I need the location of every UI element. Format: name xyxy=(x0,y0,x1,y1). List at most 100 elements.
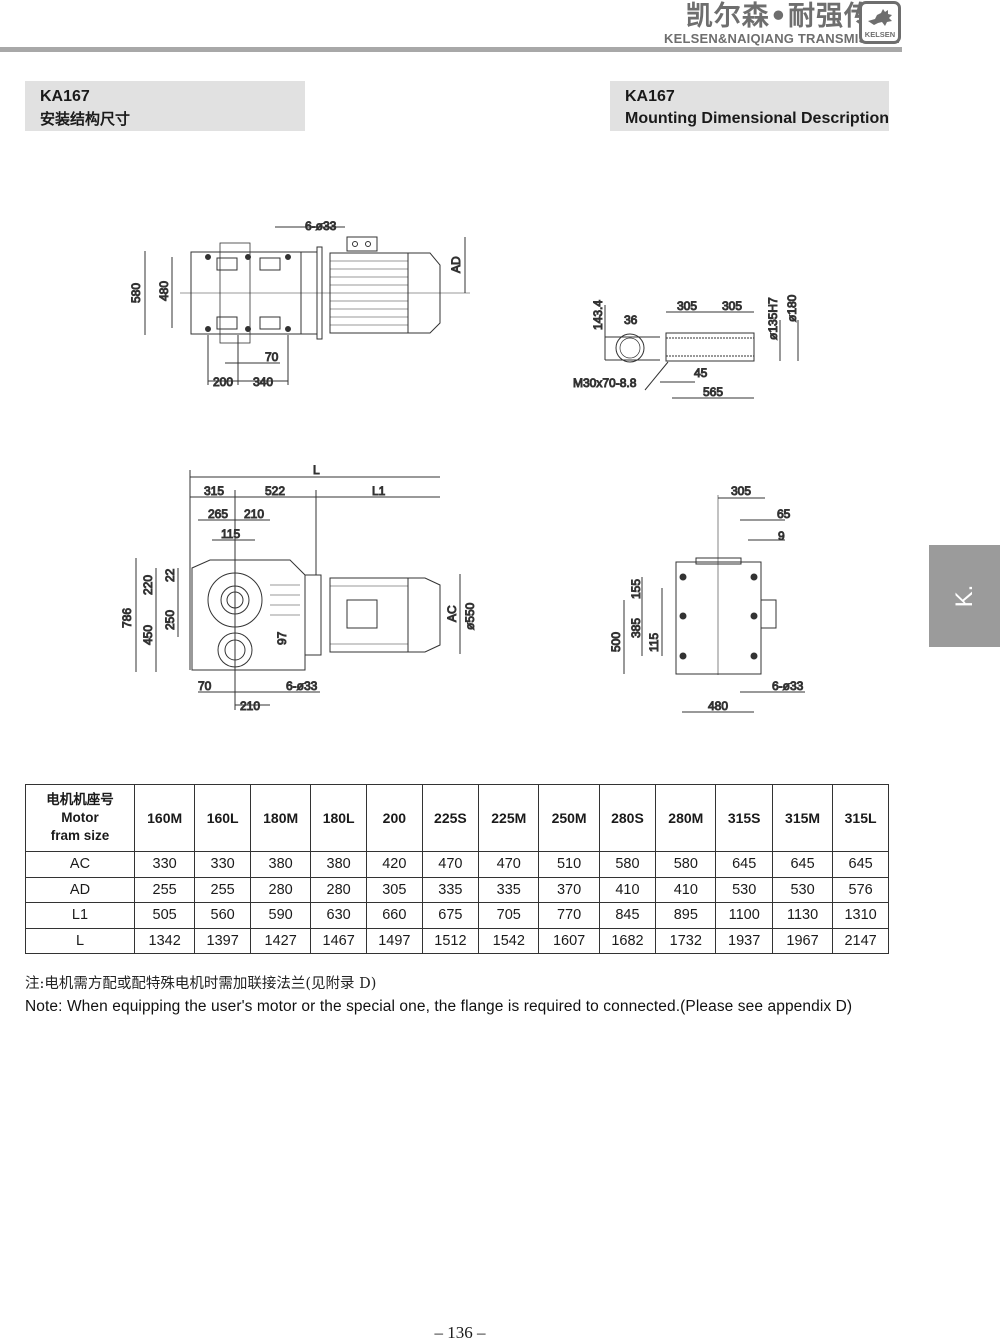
svg-text:36: 36 xyxy=(624,313,638,327)
model-label: KA167 xyxy=(40,88,90,105)
svg-text:70: 70 xyxy=(198,679,212,693)
svg-text:M30x70-8.8: M30x70-8.8 xyxy=(573,376,637,390)
brand-name-en: KELSEN&NAIQIANG TRANSMISSION xyxy=(663,31,900,46)
table-cell: 1397 xyxy=(194,927,251,954)
table-row: L1 505 560 590 630 660 675 705 770 845 8… xyxy=(25,902,889,929)
corner-header: 电机机座号 Motor fram size xyxy=(25,784,135,852)
table-cell: 1512 xyxy=(421,927,480,954)
kelsen-logo: KELSEN xyxy=(859,1,901,44)
svg-text:315: 315 xyxy=(204,484,224,498)
column-header: 160M xyxy=(133,784,196,852)
table-cell: 1467 xyxy=(310,927,367,954)
section-tab-label: K. xyxy=(950,584,978,608)
table-cell: 280 xyxy=(249,876,312,903)
svg-text:L: L xyxy=(313,463,320,477)
motor-dimension-table: 电机机座号 Motor fram size 160M 160L 180M 180… xyxy=(25,784,889,954)
table-cell: 1130 xyxy=(771,902,834,929)
svg-text:L1: L1 xyxy=(372,484,386,498)
table-cell: 845 xyxy=(598,902,657,929)
table-cell: 1682 xyxy=(598,927,657,954)
header-line-cn: 电机机座号 xyxy=(46,792,114,807)
table-cell: 330 xyxy=(133,851,196,878)
gear-logo-icon xyxy=(868,9,892,26)
note-cn: 注:电机需方配或配特殊电机时需加联接法兰(见附录 D) xyxy=(25,976,377,992)
svg-text:340: 340 xyxy=(253,375,273,389)
svg-text:565: 565 xyxy=(703,385,723,399)
table-cell: 280 xyxy=(310,876,367,903)
svg-text:385: 385 xyxy=(629,618,643,638)
column-header: 180M xyxy=(249,784,312,852)
row-label: L xyxy=(25,927,135,954)
column-header: 280M xyxy=(655,784,717,852)
svg-text:500: 500 xyxy=(609,632,623,652)
table-cell: 530 xyxy=(771,876,834,903)
table-cell: 1732 xyxy=(655,927,717,954)
table-cell: 1937 xyxy=(715,927,773,954)
column-header: 315M xyxy=(771,784,834,852)
svg-text:70: 70 xyxy=(265,350,279,364)
table-row: AC 330 330 380 380 420 470 470 510 580 5… xyxy=(25,851,889,878)
table-cell: 580 xyxy=(598,851,657,878)
section-tab-k[interactable]: K. xyxy=(929,545,1000,647)
svg-text:220: 220 xyxy=(141,575,155,595)
side-view-drawing: 305 65 9 155 385 115 500 6-ø33 480 xyxy=(600,480,820,725)
svg-text:ø550: ø550 xyxy=(463,602,477,630)
table-cell: 335 xyxy=(421,876,480,903)
front-view-drawing: L 315 522 L1 265 210 115 786 220 22 250 … xyxy=(120,460,480,725)
table-cell: 1607 xyxy=(538,927,600,954)
svg-text:522: 522 xyxy=(265,484,285,498)
table-cell: 330 xyxy=(194,851,251,878)
table-cell: 675 xyxy=(421,902,480,929)
svg-text:97: 97 xyxy=(275,631,289,645)
table-cell: 1310 xyxy=(832,902,889,929)
table-cell: 380 xyxy=(310,851,367,878)
svg-text:480: 480 xyxy=(157,281,171,301)
table-cell: 335 xyxy=(478,876,540,903)
svg-text:ø180: ø180 xyxy=(785,294,799,322)
svg-text:786: 786 xyxy=(120,608,134,628)
column-header: 200 xyxy=(366,784,423,852)
hollow-shaft-drawing: 143.4 36 305 305 ø135H7 ø180 M30x70-8.8 … xyxy=(560,280,820,415)
table-cell: 505 xyxy=(133,902,196,929)
svg-text:200: 200 xyxy=(213,375,233,389)
logo-text: KELSEN xyxy=(864,30,896,39)
table-cell: 895 xyxy=(655,902,717,929)
header-divider xyxy=(0,47,902,52)
top-view-drawing: 580 480 AD 6-ø33 70 200 340 xyxy=(120,215,480,400)
table-cell: 380 xyxy=(249,851,312,878)
table-cell: 420 xyxy=(366,851,423,878)
svg-text:250: 250 xyxy=(163,610,177,630)
svg-text:155: 155 xyxy=(629,579,643,599)
svg-text:265: 265 xyxy=(208,507,228,521)
page-number: – 136 – xyxy=(434,1323,486,1342)
section-title-en: KA167 Mounting Dimensional Description xyxy=(610,81,889,131)
svg-text:9: 9 xyxy=(778,529,785,543)
table-cell: 630 xyxy=(310,902,367,929)
table-cell: 255 xyxy=(194,876,251,903)
table-cell: 2147 xyxy=(832,927,889,954)
table-cell: 645 xyxy=(832,851,889,878)
svg-text:115: 115 xyxy=(647,633,661,652)
table-row: AD 255 255 280 280 305 335 335 370 410 4… xyxy=(25,876,889,903)
table-cell: 370 xyxy=(538,876,600,903)
section-subtitle: Mounting Dimensional Description xyxy=(625,110,890,127)
svg-text:6-ø33: 6-ø33 xyxy=(305,219,337,233)
table-cell: 705 xyxy=(478,902,540,929)
svg-text:ø135H7: ø135H7 xyxy=(766,297,780,340)
svg-text:65: 65 xyxy=(777,507,791,521)
table-cell: 580 xyxy=(655,851,717,878)
row-label: AD xyxy=(25,876,135,903)
table-cell: 1967 xyxy=(771,927,834,954)
svg-text:22: 22 xyxy=(163,568,177,582)
model-label: KA167 xyxy=(625,88,675,105)
svg-text:305: 305 xyxy=(722,299,742,313)
table-cell: 255 xyxy=(133,876,196,903)
table-row: L 1342 1397 1427 1467 1497 1512 1542 160… xyxy=(25,927,889,954)
svg-text:AC: AC xyxy=(445,605,459,622)
svg-text:305: 305 xyxy=(731,484,751,498)
column-header: 315S xyxy=(715,784,773,852)
svg-text:480: 480 xyxy=(708,699,728,713)
column-header: 280S xyxy=(598,784,657,852)
svg-text:143.4: 143.4 xyxy=(591,300,605,330)
table-cell: 560 xyxy=(194,902,251,929)
